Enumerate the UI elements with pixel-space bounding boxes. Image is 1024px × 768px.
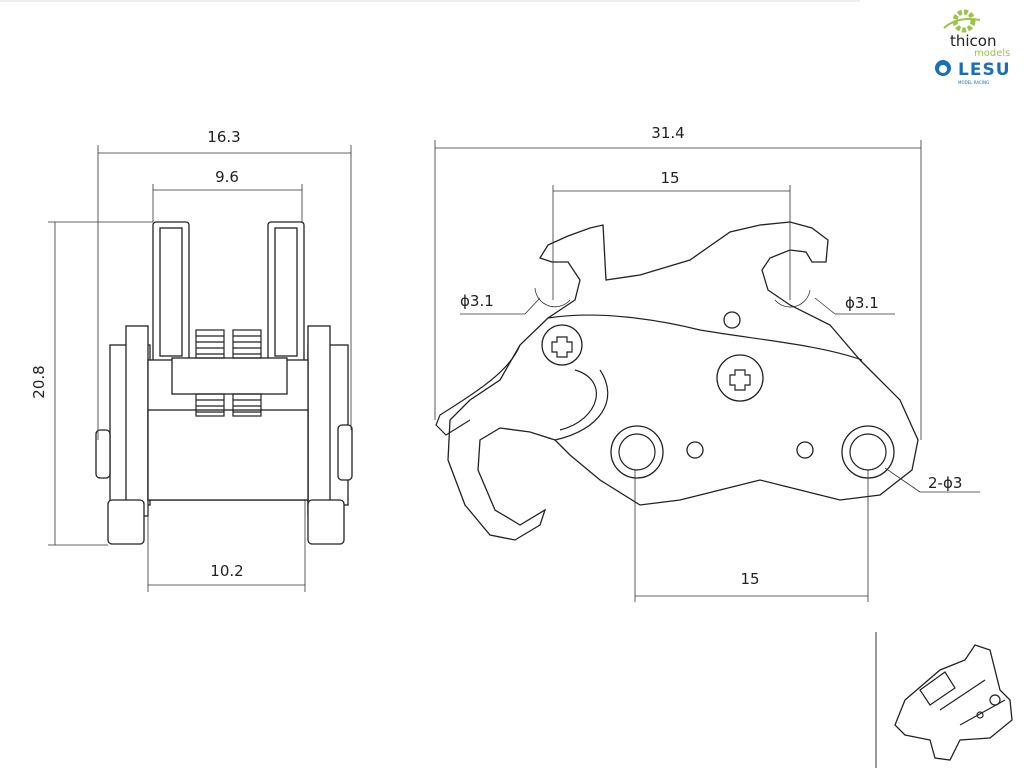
springs [195,329,262,417]
logo-models: models [974,48,1011,59]
lion-icon [935,60,951,76]
dim-hook-spacing: 15 [660,169,679,187]
dim-hole-left: ϕ3.1 [460,292,494,310]
dimension-15-top: 15 [552,169,791,300]
dim-overall-length: 31.4 [651,124,684,142]
isometric-preview [875,632,1013,768]
dim-height: 20.8 [30,365,48,398]
logo-lesu: LESU [958,60,1011,80]
dimension-hole-left: ϕ3.1 [460,287,571,315]
dim-mount-spacing: 15 [740,570,759,588]
logo-thicon: thicon [950,32,997,50]
dimension-16-3: 16.3 [97,128,352,440]
dimension-31-4: 31.4 [434,124,922,440]
screw-left [541,324,583,366]
dimension-mount-holes: 2-ϕ3 [884,467,980,493]
dimension-15-bottom: 15 [634,470,869,602]
dimension-9-6: 9.6 [152,168,303,222]
dim-mount-holes: 2-ϕ3 [928,474,962,492]
brand-logo: thicon models LESU MODEL RACING [928,6,1020,86]
dimension-hole-right: ϕ3.1 [774,289,895,315]
dimension-20-8: 20.8 [30,221,153,546]
dim-base-width: 10.2 [210,562,243,580]
dim-inner-width: 9.6 [215,168,239,186]
dim-hole-right: ϕ3.1 [845,294,879,312]
dim-overall-width: 16.3 [207,128,240,146]
logo-model-racing: MODEL RACING [958,80,990,85]
front-view [95,221,353,545]
screw-right [716,354,764,402]
gear-icon [943,9,981,33]
side-view [435,221,919,541]
dimension-10-2: 10.2 [147,500,306,592]
